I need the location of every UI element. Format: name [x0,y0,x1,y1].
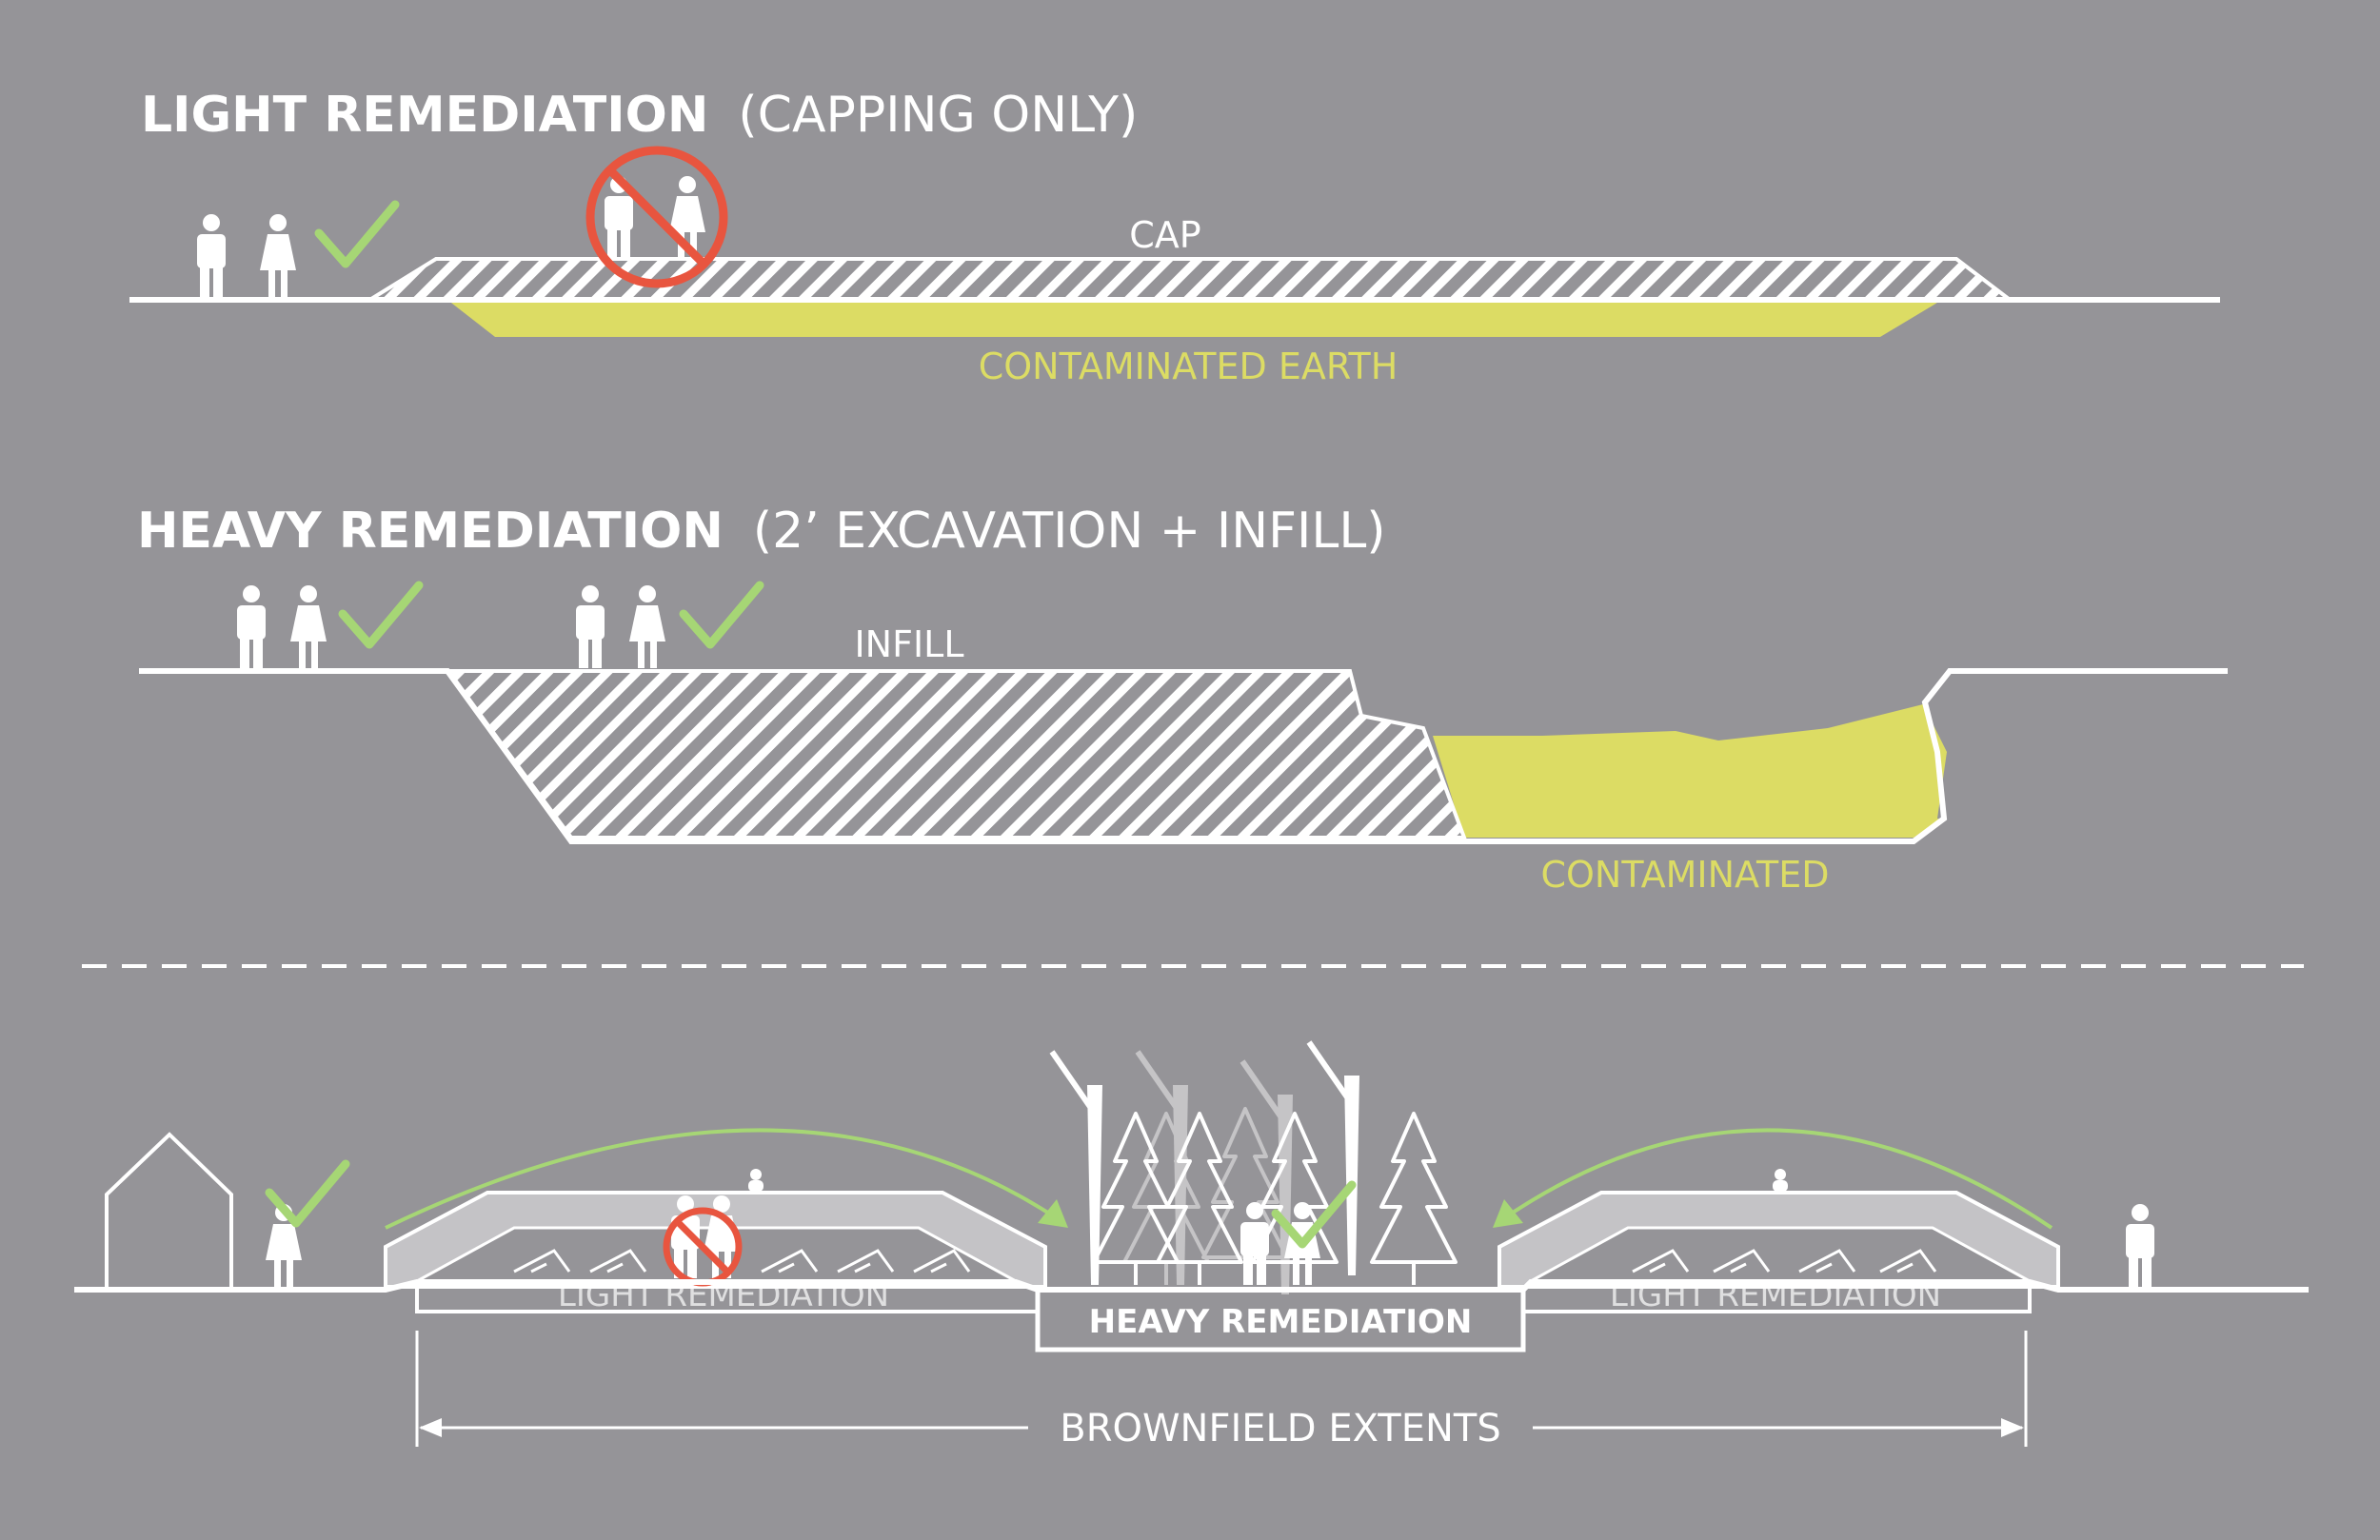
checkmark-icon [343,585,419,644]
person-icon [237,585,266,668]
person-icon [197,214,226,297]
heavy-title-light: (2’ EXCAVATION + INFILL) [753,503,1386,560]
contaminated-label: CONTAMINATED [1540,854,1829,896]
light-title-bold: LIGHT REMEDIATION [141,87,708,144]
contaminated-layer [1433,704,1947,838]
checkmark-icon [319,205,395,264]
heavy-remediation-label: HEAVY REMEDIATION [1089,1303,1473,1341]
heavy-remediation-pit [1035,1287,1526,1352]
infill-layer [444,669,1467,839]
brownfield-extents-label: BROWNFIELD EXTENTS [1060,1407,1501,1451]
person-icon [2126,1204,2154,1287]
light-title-light: (CAPPING ONLY) [738,87,1138,144]
infill-label: INFILL [854,623,963,665]
ground-line-site-right [1345,1279,2309,1293]
cap-label: CAP [1129,214,1200,256]
house-icon [105,1132,233,1287]
light-remediation-right-label: LIGHT REMEDIATION [1610,1276,1941,1314]
ground-line-heavy [139,668,2228,844]
forest-group [1052,1042,1458,1294]
arrow-icon [385,1128,1068,1230]
contaminated-earth-layer [447,300,1942,337]
light-section-title: LIGHT REMEDIATION (CAPPING ONLY) [141,87,1138,144]
person-icon [629,585,665,668]
checkmark-icon [684,585,760,644]
brownfield-extents-dimension [415,1331,2028,1447]
person-icon [290,585,327,668]
heavy-title-bold: HEAVY REMEDIATION [137,503,724,560]
contaminated-earth-label: CONTAMINATED EARTH [979,346,1398,387]
right-mound [1497,1169,2060,1289]
person-icon [576,585,605,668]
prohibited-icon [585,146,728,288]
arrow-icon [1493,1128,2053,1230]
person-icon [260,214,296,297]
light-remediation-left-label: LIGHT REMEDIATION [558,1276,889,1314]
heavy-section-title: HEAVY REMEDIATION (2’ EXCAVATION + INFIL… [137,503,1386,560]
tree-icon [1370,1112,1458,1287]
